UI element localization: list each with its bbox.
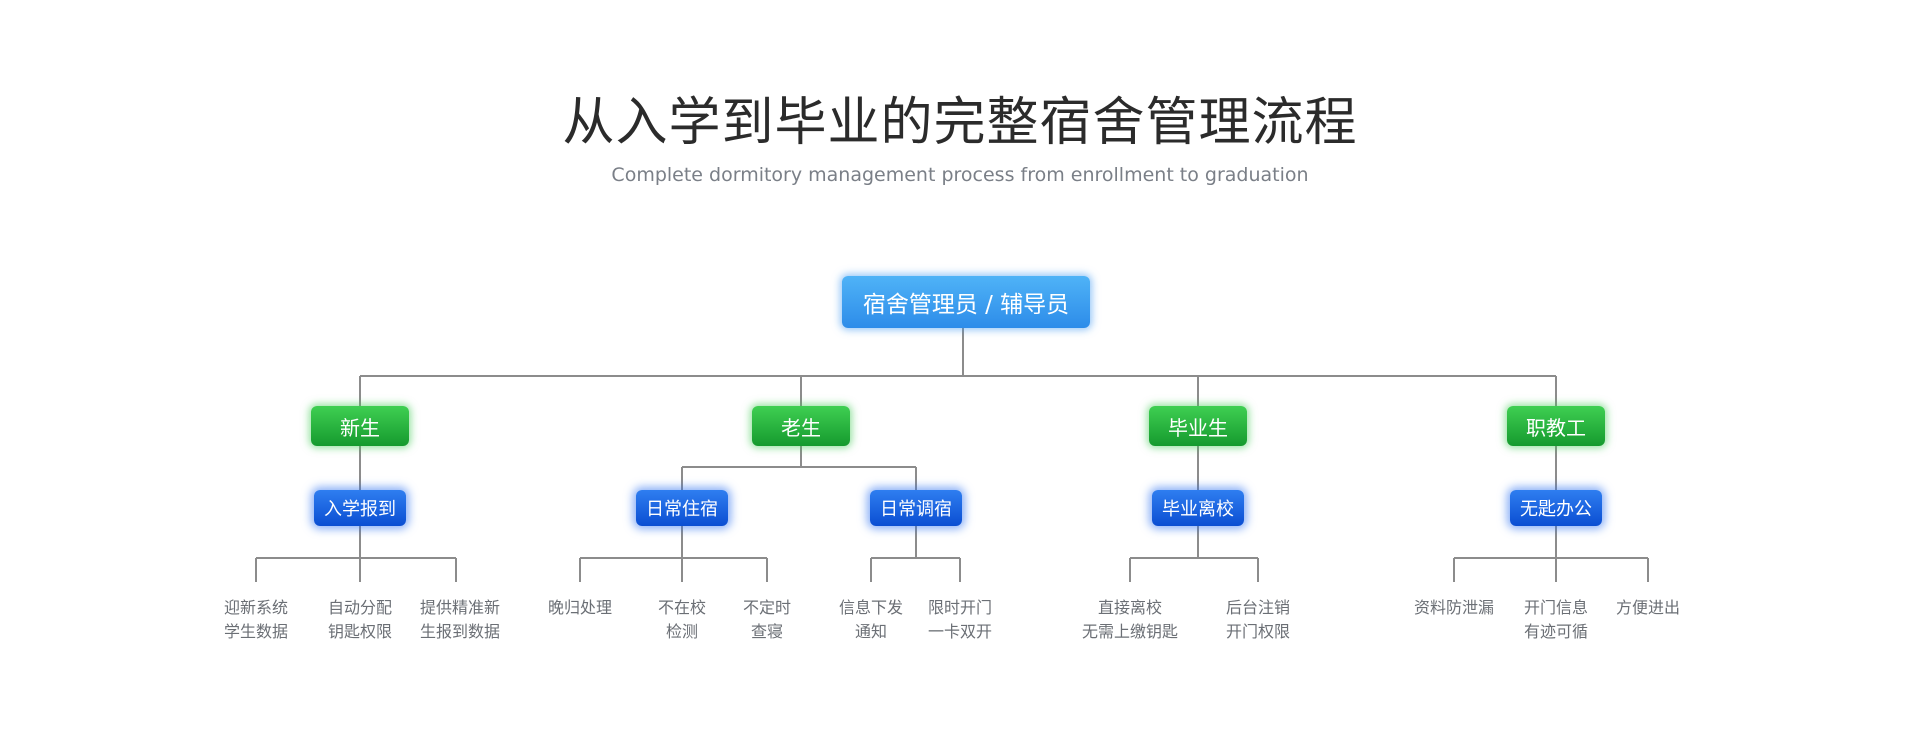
page-subtitle: Complete dormitory management process fr… — [611, 164, 1309, 186]
category-node-senior: 老生 — [752, 406, 850, 446]
leaf-label: 提供精准新生报到数据 — [419, 598, 500, 641]
process-node-room-transfer: 日常调宿 — [870, 490, 962, 526]
process-node-daily-lodging: 日常住宿 — [636, 490, 728, 526]
leaf-label: 晚归处理 — [547, 598, 612, 617]
category-node-graduate: 毕业生 — [1149, 406, 1247, 446]
leaf-label: 不定时查寝 — [742, 598, 791, 641]
leaf-label: 不在校检测 — [657, 598, 706, 641]
page-title: 从入学到毕业的完整宿舍管理流程 — [562, 93, 1358, 153]
leaf-label: 资料防泄漏 — [1413, 598, 1494, 617]
leaf-label: 信息下发通知 — [838, 598, 903, 641]
category-node-staff: 职教工 — [1507, 406, 1605, 446]
process-node-graduation: 毕业离校 — [1152, 490, 1244, 526]
leaf-label: 方便进出 — [1615, 598, 1680, 617]
process-node-keyless-office: 无匙办公 — [1510, 490, 1602, 526]
root-node: 宿舍管理员 / 辅导员 — [842, 276, 1090, 328]
leaf-label: 自动分配钥匙权限 — [327, 598, 392, 641]
category-node-freshman: 新生 — [311, 406, 409, 446]
leaf-label: 直接离校无需上缴钥匙 — [1081, 598, 1178, 641]
process-node-enrollment: 入学报到 — [314, 490, 406, 526]
leaf-label: 限时开门一卡双开 — [927, 598, 992, 641]
leaf-label: 后台注销开门权限 — [1225, 598, 1290, 641]
leaf-label: 开门信息有迹可循 — [1523, 598, 1588, 641]
leaf-label: 迎新系统学生数据 — [223, 598, 288, 641]
